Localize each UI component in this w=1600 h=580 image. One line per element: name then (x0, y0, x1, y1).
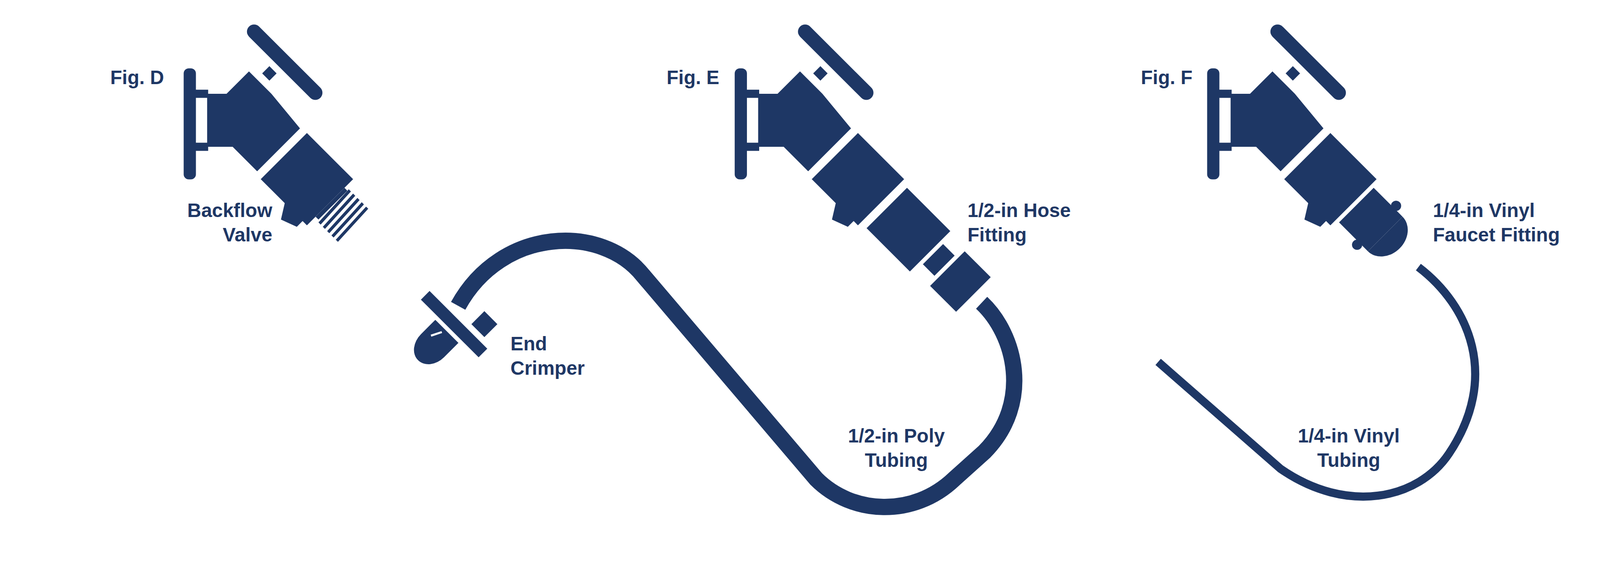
valve-threads (313, 186, 370, 242)
part-label: End Crimper (510, 331, 595, 381)
faucet-f (1206, 31, 1377, 236)
part-label: 1/4-in Vinyl Tubing (1285, 423, 1412, 473)
part-label: Backflow Valve (162, 198, 273, 248)
poly-tubing (458, 241, 1015, 508)
part-label: 1/2-in Hose Fitting (967, 198, 1094, 248)
vinyl-faucet-fitting (1333, 182, 1423, 272)
figure-label: Fig. F (1140, 65, 1193, 90)
faucet-e (734, 31, 905, 236)
figure-label: Fig. D (110, 65, 165, 90)
vinyl-tubing (1158, 267, 1476, 498)
part-label: 1/2-in Poly Tubing (833, 423, 960, 473)
figure-label: Fig. E (666, 65, 720, 90)
end-crimper (389, 273, 505, 390)
part-label: 1/4-in Vinyl Faucet Fitting (1432, 198, 1577, 248)
